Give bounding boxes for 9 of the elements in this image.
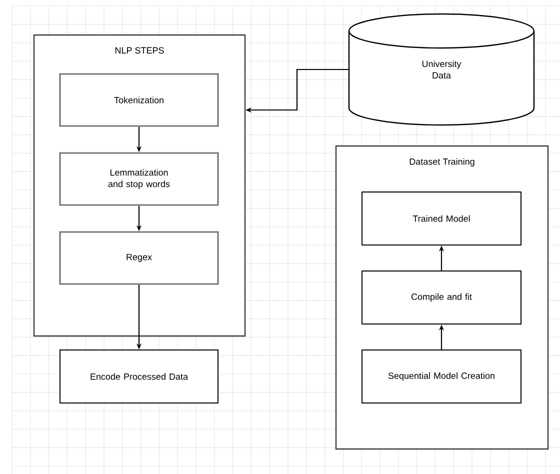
process-box: Sequential Model Creation bbox=[362, 350, 522, 404]
node-label: University Data bbox=[422, 60, 462, 79]
process-box: Lemmatization and stop words bbox=[59, 152, 219, 206]
process-box: Encode Processed Data bbox=[60, 350, 218, 404]
process-box: Regex bbox=[59, 231, 219, 285]
process-box: Tokenization bbox=[59, 73, 219, 127]
database-cylinder: University Data bbox=[348, 13, 535, 126]
process-box: Trained Model bbox=[362, 192, 522, 246]
process-box: Compile and fit bbox=[362, 270, 522, 324]
